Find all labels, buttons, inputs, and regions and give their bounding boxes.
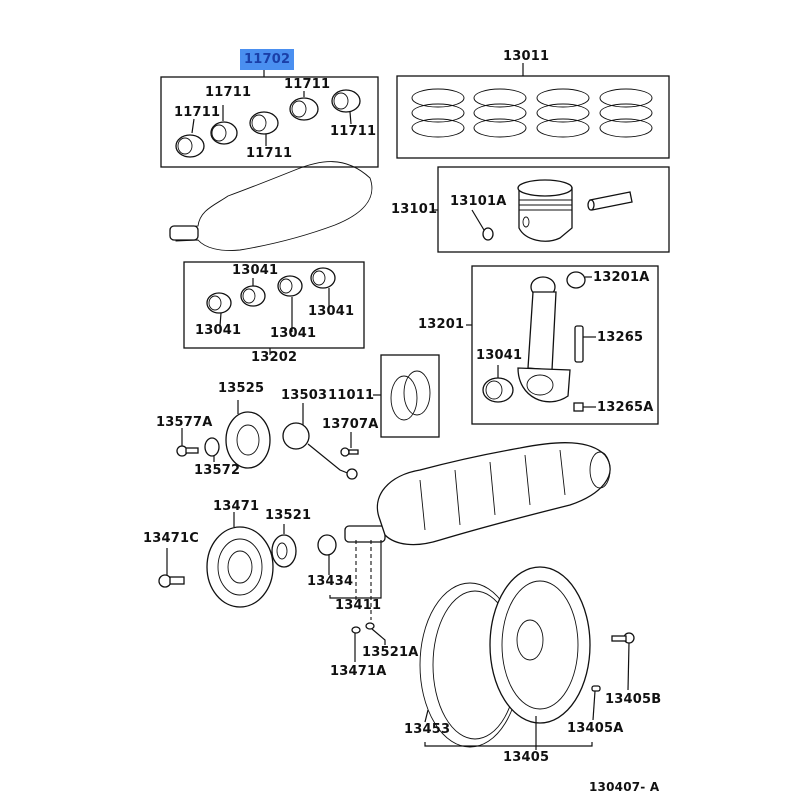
crankshaft-icon[interactable]	[344, 442, 611, 546]
part-label-11711[interactable]: 11711	[246, 146, 293, 161]
part-label-13041[interactable]: 13041	[270, 326, 317, 341]
bearing-shell-icon[interactable]	[566, 271, 586, 289]
bearing-shell-icon[interactable]	[482, 377, 514, 403]
group-box-13202	[183, 261, 365, 349]
part-label-13471A[interactable]: 13471A	[330, 664, 387, 679]
bearing-set-13202-group	[183, 261, 365, 355]
part-label-13434[interactable]: 13434	[307, 574, 354, 589]
part-label-13041[interactable]: 13041	[476, 348, 523, 363]
nut-icon[interactable]	[573, 402, 584, 412]
thrust-washer-icon[interactable]	[390, 370, 431, 421]
bolt-icon[interactable]	[340, 447, 359, 457]
leader-line	[371, 628, 386, 645]
leader-line	[191, 118, 195, 134]
timing-gear-icon[interactable]	[225, 411, 271, 469]
part-label-11702[interactable]: 11702	[240, 49, 295, 70]
bushing-icon[interactable]	[317, 534, 337, 556]
bearing-shell-icon[interactable]	[249, 111, 279, 135]
bearing-shell-icon[interactable]	[206, 292, 232, 314]
part-label-13521A[interactable]: 13521A	[362, 645, 419, 660]
part-label-13041[interactable]: 13041	[195, 323, 242, 338]
part-label-11711[interactable]: 11711	[284, 77, 331, 92]
part-label-11711[interactable]: 11711	[174, 105, 221, 120]
leader-line	[424, 709, 429, 723]
snap-ring-icon[interactable]	[482, 227, 494, 241]
part-label-11711[interactable]: 11711	[205, 85, 252, 100]
part-label-13201[interactable]: 13201	[418, 317, 465, 332]
bolt-icon[interactable]	[176, 445, 199, 457]
group-box-13011	[396, 75, 670, 159]
part-label-13101[interactable]: 13101	[391, 202, 438, 217]
connecting-rod-13201-group	[466, 265, 659, 425]
part-label-13411[interactable]: 13411	[335, 598, 382, 613]
part-label-13265A[interactable]: 13265A	[597, 400, 654, 415]
bearing-set-11702-group	[160, 70, 379, 168]
figure-code: 130407- A	[589, 780, 660, 794]
piston-ring-icon[interactable]	[599, 88, 653, 138]
piston-icon[interactable]	[517, 179, 573, 242]
part-label-13521[interactable]: 13521	[265, 508, 312, 523]
part-label-13471C[interactable]: 13471C	[143, 531, 199, 546]
part-label-13471[interactable]: 13471	[213, 499, 260, 514]
bearing-shell-icon[interactable]	[210, 121, 238, 145]
bearing-shell-icon[interactable]	[310, 267, 336, 289]
piston-ring-icon[interactable]	[536, 88, 590, 138]
part-label-13041[interactable]: 13041	[308, 304, 355, 319]
part-label-13503[interactable]: 13503	[281, 388, 328, 403]
leader-line	[219, 312, 222, 327]
part-label-13577A[interactable]: 13577A	[156, 415, 213, 430]
part-label-13011[interactable]: 13011	[503, 49, 550, 64]
plate-icon[interactable]	[204, 437, 220, 457]
part-label-13572[interactable]: 13572	[194, 463, 241, 478]
piston-ring-set-13011-group	[396, 63, 670, 159]
part-label-13405B[interactable]: 13405B	[605, 692, 662, 707]
bracket-13411	[329, 540, 382, 599]
key-icon[interactable]	[351, 626, 361, 634]
leader-line	[471, 209, 485, 231]
dowel-pin-icon[interactable]	[591, 685, 601, 692]
leader-line	[592, 690, 596, 721]
bearing-shell-icon[interactable]	[175, 134, 205, 158]
bearing-shell-icon[interactable]	[240, 285, 266, 307]
part-label-13202[interactable]: 13202	[251, 350, 298, 365]
key-icon[interactable]	[365, 622, 375, 630]
part-label-11711[interactable]: 11711	[330, 124, 377, 139]
connecting-rod-icon[interactable]	[517, 276, 571, 403]
part-label-11011[interactable]: 11011	[328, 388, 375, 403]
part-label-13265[interactable]: 13265	[597, 330, 644, 345]
flywheel-icon[interactable]	[489, 566, 591, 724]
part-label-13707A[interactable]: 13707A	[322, 417, 379, 432]
part-label-13201A[interactable]: 13201A	[593, 270, 650, 285]
part-label-13405A[interactable]: 13405A	[567, 721, 624, 736]
bearing-shell-icon[interactable]	[289, 97, 319, 121]
bracket-13405	[424, 742, 593, 747]
bolt-icon[interactable]	[611, 632, 635, 644]
group-box-11702	[160, 76, 379, 168]
piston-ring-icon[interactable]	[473, 88, 527, 138]
sensor-icon[interactable]	[282, 422, 358, 480]
piston-pin-icon[interactable]	[587, 191, 633, 211]
part-label-13041[interactable]: 13041	[232, 263, 279, 278]
rod-bolt-icon[interactable]	[574, 325, 584, 363]
bearing-shell-icon[interactable]	[331, 89, 361, 113]
leader-line	[627, 642, 630, 691]
part-label-13525[interactable]: 13525	[218, 381, 265, 396]
thrust-washer-11011-group	[373, 354, 440, 438]
gear-icon[interactable]	[271, 534, 297, 568]
crank-pulley-icon[interactable]	[206, 526, 274, 608]
group-box-11011	[380, 354, 440, 438]
part-label-13101A[interactable]: 13101A	[450, 194, 507, 209]
bolt-icon[interactable]	[158, 574, 185, 588]
part-label-13405[interactable]: 13405	[503, 750, 550, 765]
part-label-13453[interactable]: 13453	[404, 722, 451, 737]
group-box-13201	[471, 265, 659, 425]
leader-line	[349, 111, 352, 125]
piston-13101-group	[433, 166, 670, 253]
bearing-shell-icon[interactable]	[277, 275, 303, 297]
crankshaft-sketch-icon	[169, 161, 373, 251]
piston-ring-icon[interactable]	[411, 88, 465, 138]
